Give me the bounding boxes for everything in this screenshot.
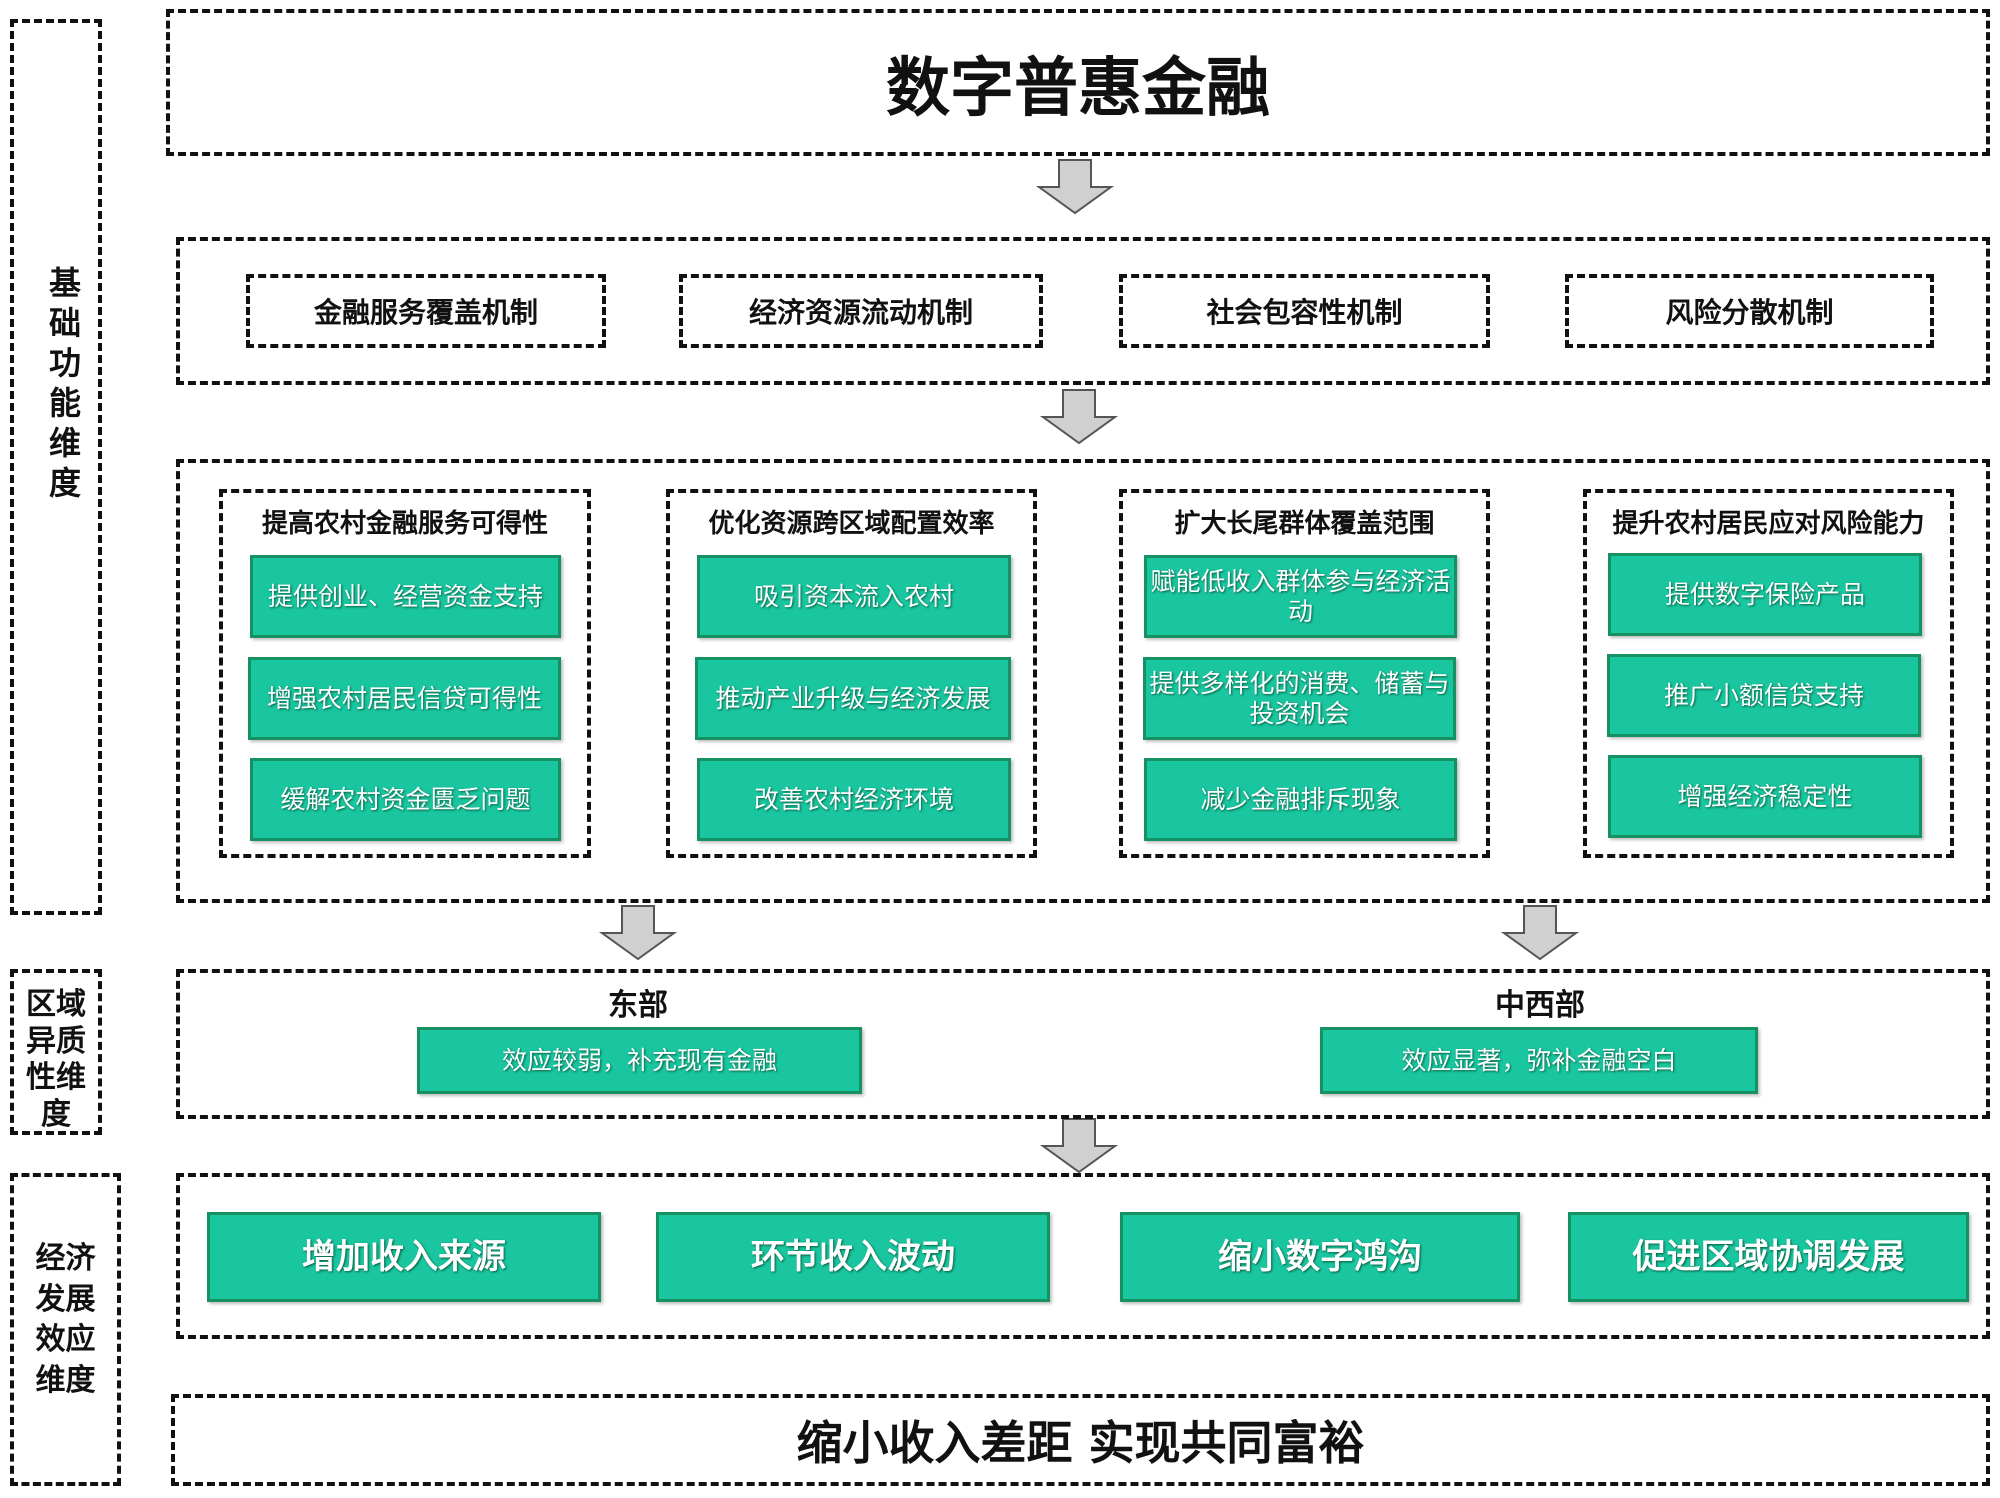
function-item: 提供创业、经营资金支持: [250, 555, 561, 638]
top-title: 数字普惠金融: [886, 51, 1270, 126]
mechanism-box: 金融服务覆盖机制: [246, 274, 606, 348]
function-item: 提供多样化的消费、储蓄与投资机会: [1143, 657, 1456, 740]
region-effect: 效应较弱，补充现有金融: [417, 1027, 862, 1094]
dimension-economic-label: 经济发展效应维度: [35, 1241, 96, 1398]
dimension-economic-frame: 经济发展效应维度: [10, 1173, 121, 1486]
function-item: 提供数字保险产品: [1608, 553, 1922, 636]
down-arrow-icon: [598, 905, 678, 961]
region-effect: 效应显著，弥补金融空白: [1320, 1027, 1758, 1094]
function-heading: 提升农村居民应对风险能力: [1612, 509, 1925, 539]
function-item: 推广小额信贷支持: [1607, 654, 1921, 737]
function-item: 增强经济稳定性: [1608, 755, 1922, 838]
function-heading: 提高农村金融服务可得性: [261, 509, 548, 539]
region-name: 中西部: [1495, 988, 1585, 1023]
function-column: 优化资源跨区域配置效率: [666, 489, 1037, 858]
dimension-regional-label: 区域异质性维度: [26, 987, 86, 1132]
function-item: 减少金融排斥现象: [1144, 758, 1457, 841]
dimension-basic-function-label: 基础功能维度: [49, 264, 82, 502]
top-title-box: 数字普惠金融: [166, 9, 1990, 156]
function-item: 赋能低收入群体参与经济活动: [1144, 555, 1457, 638]
down-arrow-icon: [1035, 159, 1115, 215]
bottom-title: 缩小收入差距 实现共同富裕: [796, 1416, 1365, 1470]
function-column: 提升农村居民应对风险能力: [1583, 489, 1954, 858]
function-item: 改善农村经济环境: [697, 758, 1011, 841]
down-arrow-icon: [1039, 1118, 1119, 1174]
bottom-title-box: 缩小收入差距 实现共同富裕: [171, 1394, 1990, 1486]
function-item: 缓解农村资金匮乏问题: [250, 758, 561, 841]
region-name: 东部: [608, 988, 668, 1023]
function-item: 吸引资本流入农村: [697, 555, 1011, 638]
down-arrow-icon: [1500, 905, 1580, 961]
function-item: 增强农村居民信贷可得性: [248, 657, 561, 740]
effect-box: 增加收入来源: [207, 1212, 601, 1302]
down-arrow-icon: [1039, 389, 1119, 445]
function-column: 提高农村金融服务可得性: [219, 489, 591, 858]
mechanism-box: 经济资源流动机制: [679, 274, 1043, 348]
functions-frame: [176, 459, 1990, 903]
dimension-basic-function-frame: 基础功能维度: [10, 19, 102, 915]
effect-box: 促进区域协调发展: [1568, 1212, 1969, 1302]
mechanism-box: 社会包容性机制: [1119, 274, 1490, 348]
mechanism-box: 风险分散机制: [1565, 274, 1934, 348]
effects-frame: [176, 1173, 1990, 1339]
mechanisms-frame: [176, 237, 1990, 385]
effect-box: 缩小数字鸿沟: [1120, 1212, 1520, 1302]
function-column: 扩大长尾群体覆盖范围: [1119, 489, 1490, 858]
dimension-regional-frame: 区域异质性维度: [10, 969, 102, 1135]
function-heading: 优化资源跨区域配置效率: [708, 509, 995, 539]
regions-frame: [176, 969, 1990, 1119]
function-heading: 扩大长尾群体覆盖范围: [1174, 509, 1435, 539]
effect-box: 环节收入波动: [656, 1212, 1050, 1302]
function-item: 推动产业升级与经济发展: [695, 657, 1011, 740]
